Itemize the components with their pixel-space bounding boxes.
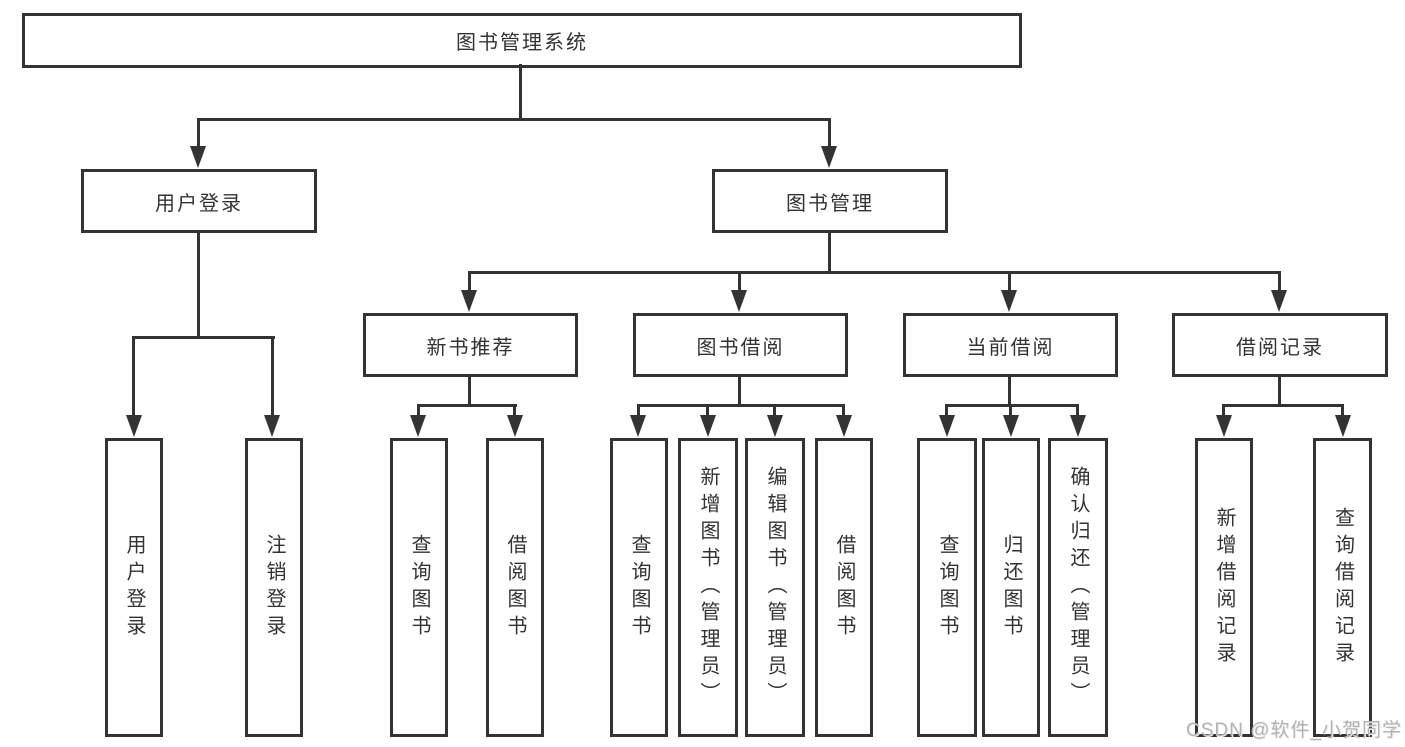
connector-drop-level3 [738,273,741,293]
connector-drop-leaf [842,406,845,416]
leaf-label-bb-borrow-books: 借阅图书 [833,533,855,642]
leaf-box-bb-add-books-admin: 新增图书（管理员） [678,438,738,737]
connector-drop-leaf [417,406,420,416]
connector-book-borrow-split [637,404,845,407]
leaf-label-br-query-record: 查询借阅记录 [1331,506,1354,669]
leaf-box-user-login: 用户登录 [105,438,163,737]
connector-current-borrow-split [945,404,1079,407]
leaf-box-bb-query-books: 查询图书 [610,438,668,737]
connector-borrow-records-stem [1278,377,1281,407]
csdn-watermark: CSDN @软件_小贺同学 [1186,720,1402,741]
arrow-down-icon [1335,415,1351,437]
arrow-down-icon [1070,415,1086,437]
node-label-book-mgmt: 图书管理 [786,192,874,215]
arrow-down-icon [821,146,837,168]
connector-drop-leaf [132,338,135,416]
leaf-box-cb-confirm-return-admin: 确认归还（管理员） [1048,438,1108,737]
leaf-label-bb-edit-books-admin: 编辑图书（管理员） [764,466,786,709]
arrow-down-icon [939,415,955,437]
arrow-down-icon [1003,415,1019,437]
connector-level3-split [468,271,1281,274]
arrow-down-icon [836,415,852,437]
connector-drop-book-mgmt [828,120,831,148]
node-label-user-login: 用户登录 [155,192,243,215]
connector-book-mgmt-stem [828,233,831,274]
node-box-borrow-records: 借阅记录 [1172,313,1388,377]
connector-drop-user-login [197,120,200,148]
node-label-root: 图书管理系统 [456,32,588,54]
arrow-down-icon [461,290,477,312]
leaf-box-nbr-borrow-books: 借阅图书 [486,438,544,737]
connector-new-book-rec-stem [468,377,471,407]
connector-level2-split [197,118,831,121]
node-label-borrow-records: 借阅记录 [1236,336,1324,359]
leaf-label-bb-add-books-admin: 新增图书（管理员） [697,466,719,709]
connector-drop-leaf [945,406,948,416]
connector-drop-leaf [1222,406,1225,416]
arrow-down-icon [1216,415,1232,437]
connector-user-login-split [132,336,275,339]
node-box-book-borrow: 图书借阅 [633,313,848,377]
leaf-box-br-add-record: 新增借阅记录 [1195,438,1253,737]
connector-drop-leaf [513,406,516,416]
leaf-label-nbr-borrow-books: 借阅图书 [504,533,526,642]
leaf-label-cb-query-books: 查询图书 [936,533,958,642]
leaf-box-bb-borrow-books: 借阅图书 [815,438,873,737]
leaf-box-br-query-record: 查询借阅记录 [1313,438,1372,737]
node-label-book-borrow: 图书借阅 [696,336,785,359]
leaf-box-cb-return-books: 归还图书 [982,438,1040,737]
leaf-box-nbr-query-books: 查询图书 [390,438,448,737]
arrow-down-icon [1001,290,1017,312]
arrow-down-icon [190,146,206,168]
leaf-label-bb-query-books: 查询图书 [628,533,650,642]
connector-drop-leaf [706,406,709,416]
node-label-current-borrow: 当前借阅 [966,336,1055,359]
arrow-down-icon [630,415,646,437]
arrow-down-icon [410,415,426,437]
leaf-label-nbr-query-books: 查询图书 [408,533,430,642]
node-box-book-mgmt: 图书管理 [712,169,948,233]
node-label-new-book-rec: 新书推荐 [426,336,515,359]
leaf-label-br-add-record: 新增借阅记录 [1213,506,1235,669]
connector-drop-level3 [1278,273,1281,293]
connector-user-login-stem [197,233,200,339]
arrow-down-icon [507,415,523,437]
leaf-label-logout: 注销登录 [263,533,285,642]
connector-drop-level3 [468,273,471,293]
leaf-box-logout: 注销登录 [245,438,303,737]
arrow-down-icon [767,415,783,437]
node-box-user-login: 用户登录 [81,169,317,233]
node-box-new-book-rec: 新书推荐 [363,313,578,377]
node-box-current-borrow: 当前借阅 [903,313,1118,377]
leaf-label-user-login: 用户登录 [123,533,145,642]
leaf-label-cb-confirm-return-admin: 确认归还（管理员） [1067,466,1089,709]
leaf-label-cb-return-books: 归还图书 [1000,533,1022,642]
connector-root-stem [519,64,522,120]
connector-drop-leaf [637,406,640,416]
connector-drop-leaf [271,338,274,416]
arrow-down-icon [264,415,280,437]
arrow-down-icon [1271,290,1287,312]
connector-drop-leaf [1009,406,1012,416]
connector-new-book-rec-split [417,404,517,407]
connector-drop-leaf [773,406,776,416]
connector-book-borrow-stem [738,377,741,407]
connector-current-borrow-stem [1008,377,1011,407]
arrow-down-icon [731,290,747,312]
connector-drop-leaf [1341,406,1344,416]
arrow-down-icon [126,415,142,437]
leaf-box-bb-edit-books-admin: 编辑图书（管理员） [745,438,805,737]
leaf-box-cb-query-books: 查询图书 [917,438,977,737]
connector-borrow-records-split [1222,404,1344,407]
node-box-root: 图书管理系统 [22,13,1022,68]
arrow-down-icon [700,415,716,437]
connector-drop-leaf [1076,406,1079,416]
connector-drop-level3 [1008,273,1011,293]
